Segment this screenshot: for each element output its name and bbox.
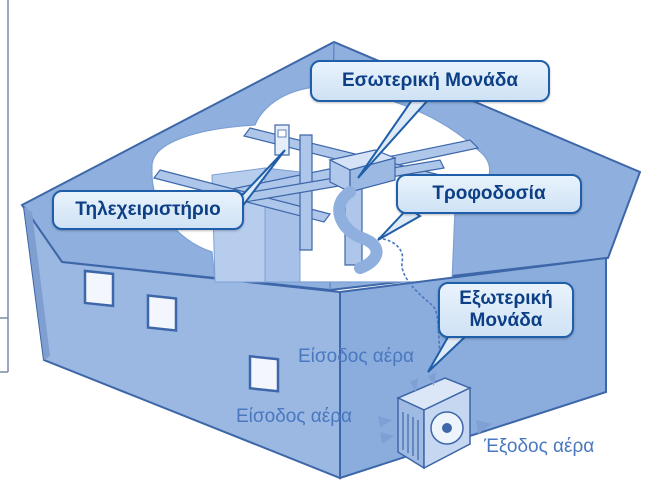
wall-edge: [24, 207, 50, 360]
power-line: [377, 237, 441, 356]
window: [146, 294, 178, 332]
window: [248, 354, 280, 393]
remote-controller: [274, 124, 290, 156]
remote-callout: Τηλεχειριστήριο: [52, 190, 244, 230]
air-arrow-in-side: [378, 416, 394, 444]
air-inlet-label-top: Είσοδος αέρα: [298, 346, 415, 367]
remote-label: Τηλεχειριστήριο: [75, 199, 221, 220]
air-inlet-label-left: Είσοδος αέρα: [236, 406, 353, 427]
outdoor-unit-callout: Εξωτερική Μονάδα: [438, 282, 574, 338]
air-outlet-label: Έξοδος αέρα: [484, 436, 595, 457]
outdoor-unit-label-line1: Εξωτερική: [459, 288, 553, 309]
outdoor-unit-label-line2: Μονάδα: [469, 310, 543, 331]
indoor-unit-callout: Εσωτερική Μονάδα: [310, 60, 550, 102]
flex-duct: [333, 186, 383, 274]
outdoor-unit: [396, 377, 472, 470]
air-arrow-in: [410, 372, 436, 392]
indoor-unit-label: Εσωτερική Μονάδα: [341, 70, 519, 91]
air-arrow-out: [476, 420, 492, 434]
power-callout: Τροφοδοσία: [396, 174, 582, 214]
power-label: Τροφοδοσία: [432, 183, 546, 204]
window: [83, 269, 115, 308]
